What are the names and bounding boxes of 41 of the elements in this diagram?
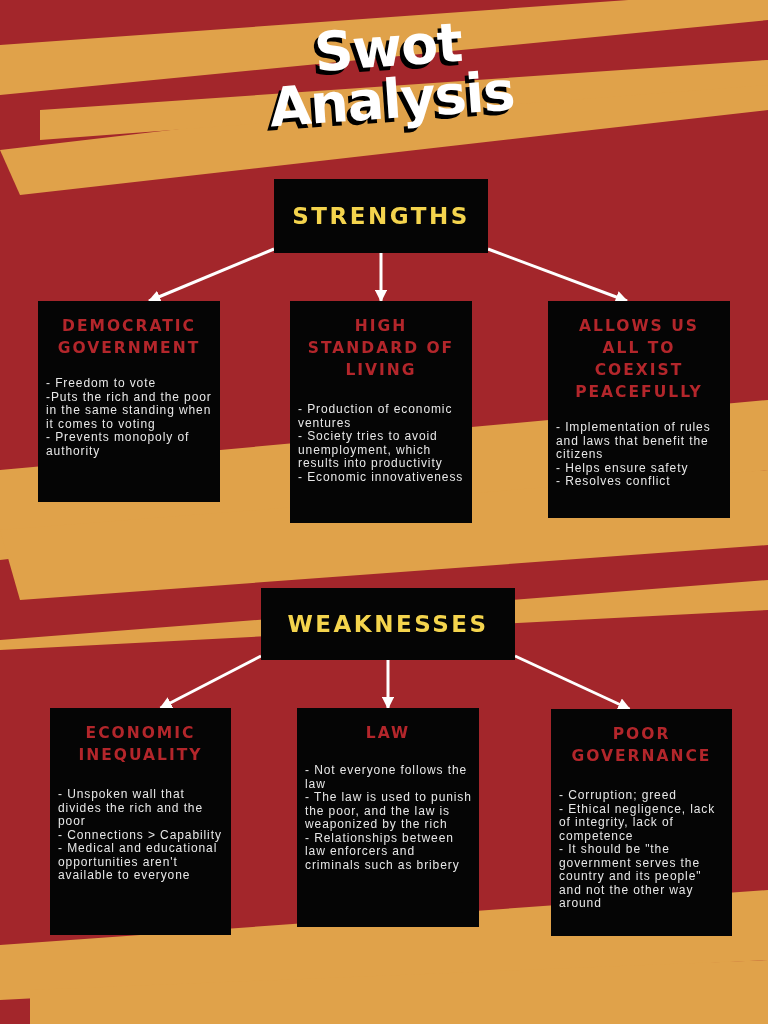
bullet-text: - Society tries to avoid unemployment, which results into productivity	[298, 430, 444, 471]
category-title: STRENGTHS	[291, 203, 471, 229]
bullet-text: - Prevents monopoly of authority	[46, 431, 191, 458]
arrow	[381, 660, 395, 710]
info-card	[551, 709, 732, 936]
info-card	[50, 708, 231, 935]
bullet-text: - Helps ensure safety	[556, 461, 690, 475]
info-card	[297, 708, 479, 927]
bullet-text: - Connections > Capability	[58, 828, 223, 842]
category-box	[274, 179, 488, 253]
card-heading: HIGH STANDARD OF LIVING	[306, 316, 456, 381]
bullet-text: - Resolves conflict	[556, 475, 671, 489]
arrow	[147, 247, 275, 303]
card-heading: ALLOWS US ALL TO COEXIST PEACEFULLY	[574, 316, 704, 403]
bullet-text: - Freedom to vote	[46, 377, 157, 391]
arrow	[514, 654, 631, 711]
card-heading: ECONOMIC INEQUALITY	[77, 723, 204, 766]
bullet-text: - Unspoken wall that divides the rich and the poor	[58, 788, 204, 829]
bullet-text: - Corruption; greed	[559, 789, 678, 803]
arrow	[159, 654, 262, 710]
category-box	[261, 588, 515, 660]
category-title: WEAKNESSES	[286, 611, 490, 637]
bullet-text: - Production of economic ventures	[298, 403, 454, 430]
bullet-text: - Not everyone follows the law	[305, 764, 469, 791]
bullet-text: -Puts the rich and the poor in the same standing when it comes to voting	[46, 390, 213, 431]
bullet-text: - It should be "the government serves the country and its people" and not the other way around	[559, 843, 703, 911]
card-heading: POOR GOVERNANCE	[570, 724, 713, 767]
info-card	[548, 301, 730, 518]
info-card	[290, 301, 472, 523]
bullet-text: - Medical and educational opportunities aren't available to everyone	[58, 842, 218, 883]
card-heading: DEMOCRATIC GOVERNMENT	[56, 316, 202, 359]
bullet-text: - Economic innovativeness	[298, 470, 465, 484]
bullet-text: - Relationships between law enforcers and criminals such as bribery	[305, 831, 461, 872]
card-heading: LAW	[364, 723, 412, 744]
bullet-text: - Ethical negligence, lack of integrity, lack of competence	[559, 802, 717, 843]
arrow	[487, 247, 629, 303]
bullet-text: - Implementation of rules and laws that benefit the citizens	[556, 421, 712, 462]
info-card	[38, 301, 220, 502]
arrow	[374, 253, 388, 303]
title: Swot Analysis	[266, 10, 518, 140]
bullet-text: - The law is used to punish the poor, and the law is weaponized by the rich	[305, 791, 473, 832]
